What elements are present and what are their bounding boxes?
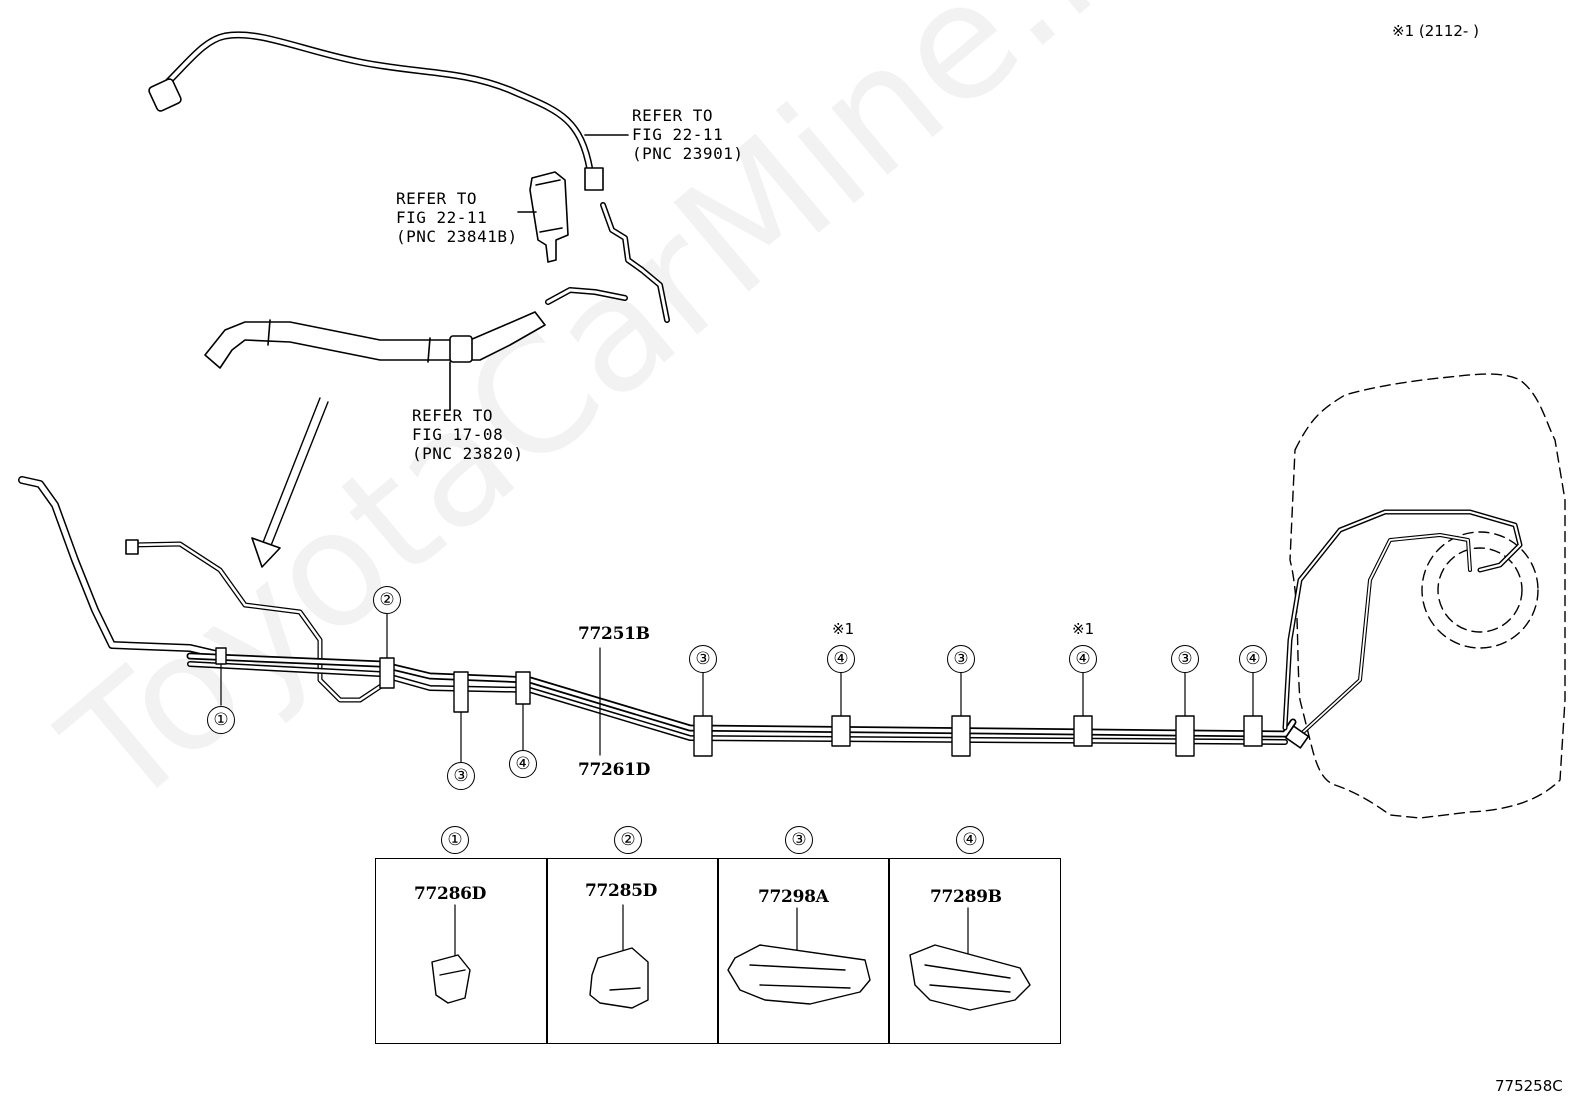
clamp-marker-4-c: ④ (1069, 645, 1097, 673)
fuel-tank-outline (1289, 373, 1566, 819)
direction-arrow (251, 397, 329, 568)
vent-valve (529, 171, 569, 263)
clamp-marker-3-d: ③ (1171, 645, 1199, 673)
legend-cell-1 (375, 858, 548, 1044)
ref-callout-23901: REFER TO FIG 22-11 (PNC 23901) (632, 106, 744, 163)
legend-marker-4: ④ (956, 826, 984, 854)
legend-part-1: 77286D (414, 884, 487, 904)
legend-part-3: 77298A (758, 887, 829, 907)
tube-part-lower: 77261D (578, 760, 651, 780)
breather-line (125, 539, 393, 703)
filler-pipe (18, 476, 224, 659)
clamp-marker-3-a: ③ (447, 762, 475, 790)
clamp-leaders (220, 613, 1254, 763)
clamp-marker-4-a: ④ (509, 750, 537, 778)
fuel-hose-upper (148, 31, 604, 191)
footnote-marker-1: ※1 (832, 620, 855, 638)
footnote-marker-2: ※1 (1072, 620, 1095, 638)
tube-part-upper: 77251B (578, 624, 650, 644)
ref-callout-23820: REFER TO FIG 17-08 (PNC 23820) (412, 406, 524, 463)
vent-line (545, 202, 670, 323)
ref-callout-23841b: REFER TO FIG 22-11 (PNC 23841B) (396, 189, 518, 246)
legend-part-4: 77289B (930, 887, 1002, 907)
clamp-marker-2: ② (373, 586, 401, 614)
legend-part-2: 77285D (585, 881, 658, 901)
legend-cell-4 (888, 858, 1061, 1044)
tank-lines (1282, 509, 1523, 749)
legend-cell-2 (546, 858, 719, 1044)
figure-code: 775258C (1495, 1077, 1563, 1095)
clamp-marker-4-d: ④ (1239, 645, 1267, 673)
legend-cell-3 (717, 858, 890, 1044)
legend-marker-3: ③ (785, 826, 813, 854)
clamp-illustrations (431, 944, 1031, 1011)
legend-marker-1: ① (441, 826, 469, 854)
clamp-marker-3-c: ③ (947, 645, 975, 673)
legend-marker-2: ② (614, 826, 642, 854)
filler-hose (204, 311, 546, 369)
header-note: ※1 (2112- ) (1392, 22, 1479, 40)
clamp-marker-4-b: ④ (827, 645, 855, 673)
clamp-marker-1: ① (207, 706, 235, 734)
clamp-marker-3-b: ③ (689, 645, 717, 673)
